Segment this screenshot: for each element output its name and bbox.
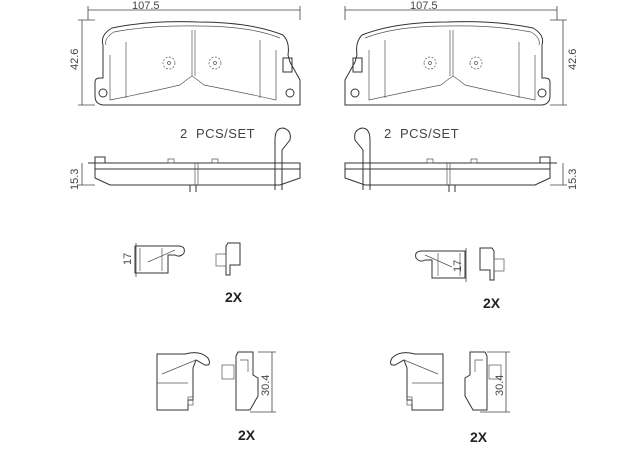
clip-upper-left-dim: 17: [122, 253, 134, 265]
clip-lower-left-dim: 30.4: [260, 375, 272, 396]
clip-upper-right: 17 2X: [415, 247, 505, 311]
left-height-dim: 42.6: [69, 49, 81, 70]
right-width-dim: 107.5: [410, 0, 438, 12]
clip-lower-left-qty: 2X: [238, 427, 256, 443]
right-pad-side-view: 15.3: [344, 127, 579, 193]
left-width-dim: 107.5: [132, 0, 160, 12]
clip-lower-left: 30.4 2X: [156, 351, 276, 443]
clip-upper-left-qty: 2X: [225, 289, 243, 305]
clip-upper-left: 17 2X: [122, 242, 243, 305]
clip-lower-right-dim: 30.4: [494, 375, 506, 396]
clip-lower-right-qty: 2X: [470, 429, 488, 445]
right-thickness-dim: 15.3: [567, 169, 579, 190]
right-pad-top-view: 107.5 42.6: [344, 0, 579, 106]
clip-lower-right: 30.4 2X: [390, 351, 510, 445]
right-pcs-per-set: 2 PCS/SET: [384, 126, 459, 141]
left-pcs-per-set: 2 PCS/SET: [180, 126, 255, 141]
right-height-dim: 42.6: [567, 49, 579, 70]
left-pad-top-view: 107.5 42.6: [69, 0, 301, 106]
clip-upper-right-qty: 2X: [483, 295, 501, 311]
left-pad-side-view: 15.3: [69, 127, 301, 193]
left-thickness-dim: 15.3: [69, 169, 81, 190]
clip-upper-right-dim: 17: [452, 260, 464, 272]
